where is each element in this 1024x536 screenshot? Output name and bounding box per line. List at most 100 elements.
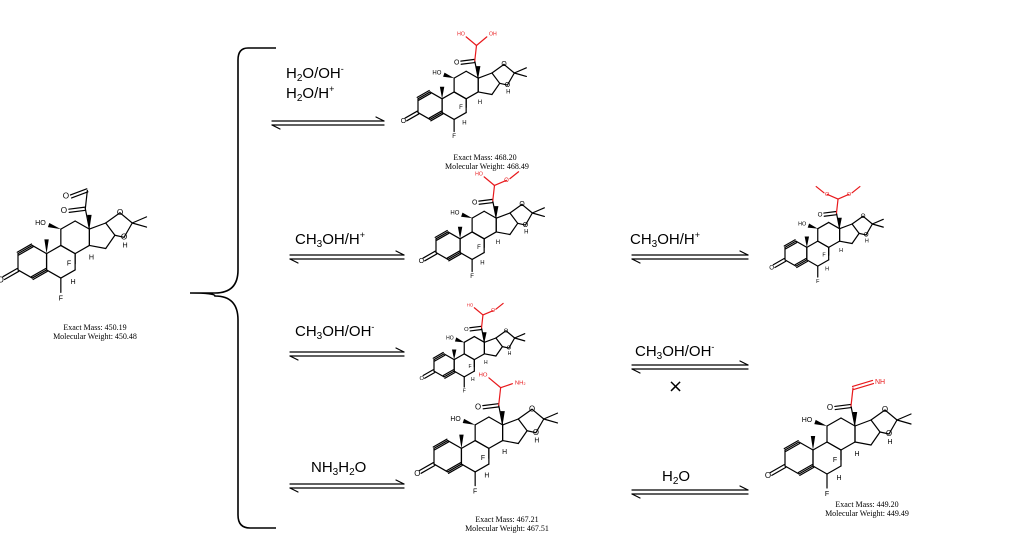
hydrogen-label: H [89,254,94,262]
imine-molecular-weight: Molecular Weight: 449.49 [825,509,909,518]
fluorine-label: F [470,274,474,280]
equilibrium-arrow-water-2 [631,485,749,499]
equilibrium-arrow-methanol-acid-2 [631,250,749,264]
hydrogen-label: H [839,248,843,254]
condition-methanol-base-2: CH3OH/OH- [635,342,715,362]
imine-mass-label: Exact Mass: 449.20 Molecular Weight: 449… [822,500,912,518]
ketone-oxygen: O [419,258,425,265]
carbonyl-oxygen: O [475,402,481,411]
fluorine-label: F [468,364,471,370]
dioxolane-oxygen: O [861,213,866,220]
dioxolane-oxygen: O [504,328,509,334]
hydrogen-label: H [887,439,892,446]
carbonyl-oxygen: O [472,199,478,206]
equilibrium-arrow-water [271,116,385,130]
dioxolane-oxygen: O [529,404,535,413]
hydrogen-label: H [71,278,76,286]
dioxolane-oxygen: O [533,428,539,437]
carbonyl-oxygen: O [61,206,67,215]
hydroxyl-label: OH [489,32,497,38]
dioxolane-oxygen: O [882,405,888,414]
carbonyl-oxygen: O [827,403,833,412]
methoxy-oxygen: O [825,192,829,198]
fluorine-label: F [825,491,829,498]
dioxolane-oxygen: O [505,82,511,89]
carbonyl-oxygen: O [464,327,469,333]
hydroxyl-label: HO [450,211,459,217]
hydroxyl-label: HO [446,335,454,341]
hydrate-mass-label: Exact Mass: 468.20 Molecular Weight: 468… [445,153,529,171]
equilibrium-arrow-methanol-base-1 [289,347,405,361]
fluorine-label: F [481,455,485,462]
hydrogen-label: H [502,449,507,456]
dioxolane-oxygen: O [121,232,127,241]
hydrogen-label: H [471,377,475,383]
fluorine-label: F [833,457,837,464]
aldehyde-oxygen: O [63,192,69,201]
hydroxyl-label: HO [467,303,474,308]
fluorine-label: F [67,260,72,268]
fluorine-label: F [59,294,64,302]
imine-label: NH [875,379,885,386]
methoxy-oxygen: O [847,192,851,198]
branch-brace [189,47,276,529]
hydrogen-label: H [484,360,488,366]
ketone-oxygen: O [414,469,420,478]
condition-water-base: H2O/OH- [286,64,344,84]
equilibrium-arrow-methanol-base-2 [631,360,749,374]
hydrogen-label: H [865,239,869,245]
dioxolane-oxygen: O [864,232,869,239]
fluorine-label: F [477,245,481,251]
dioxolane-oxygen: O [886,429,892,438]
dioxolane-oxygen: O [523,222,529,229]
dioxolane-oxygen: O [507,346,512,352]
hydroxyl-label: HO [802,417,813,424]
hydrogen-label: H [496,240,500,246]
ketone-oxygen: O [401,118,407,125]
fluorine-label: F [473,488,477,495]
amine-mass-label: Exact Mass: 467.21 Molecular Weight: 467… [462,515,552,533]
condition-water: H2O [662,468,691,487]
condition-methanol-acid-1: CH3OH/H+ [295,230,365,250]
hydrate-exact-mass: Exact Mass: 468.20 [453,153,517,162]
blocked-reaction-mark: × [668,376,684,397]
ketone-oxygen: O [0,275,4,284]
hydroxyl-label: HO [798,221,806,227]
condition-ammonia: NH3H2O [311,459,367,478]
condition-methanol-base-1: CH3OH/OH- [295,322,375,342]
dioxolane-oxygen: O [117,208,123,217]
hydroxyl-label: HO [432,71,441,77]
hydrogen-label: H [825,267,829,273]
methoxy-oxygen: O [491,308,495,314]
equilibrium-arrow-ammonia [289,479,405,493]
dioxolane-oxygen: O [519,201,525,208]
dioxolane-oxygen: O [501,61,507,68]
condition-water-acid: H2O/H+ [286,84,335,104]
ketone-oxygen: O [765,471,771,480]
hydrogen-label: H [484,473,489,480]
methoxy-oxygen: O [504,178,509,184]
reactant-mass-label: Exact Mass: 450.19 Molecular Weight: 450… [50,323,140,341]
hydroxyl-label: HO [35,219,46,227]
ketone-oxygen: O [769,264,774,271]
hydrogen-label: H [123,241,128,249]
fluorine-label: F [452,134,456,140]
hydrogen-label: H [480,260,484,266]
amine-exact-mass: Exact Mass: 467.21 [475,515,539,524]
ketone-oxygen: O [420,376,425,382]
hydroxyl-label: HO [475,172,483,178]
reactant-molecular-weight: Molecular Weight: 450.48 [53,332,137,341]
carbonyl-oxygen: O [818,211,823,218]
fluorine-label: F [463,389,466,395]
hydrogen-label: H [508,351,512,357]
hydrogen-label: H [836,475,841,482]
fluorine-label: F [459,105,463,111]
hydroxyl-label: HO [450,416,460,423]
